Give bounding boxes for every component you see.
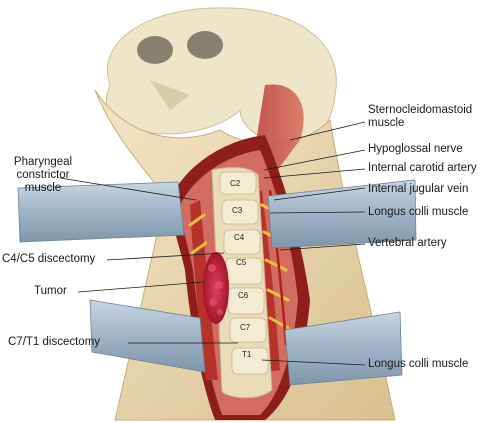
label-line: constrictor xyxy=(16,169,70,181)
vertebra-label: C4 xyxy=(234,233,245,242)
tumor xyxy=(203,252,229,324)
retractor-lower-right xyxy=(284,311,403,386)
vertebra-label: T1 xyxy=(242,350,252,359)
label-line: muscle xyxy=(368,117,405,129)
label-vertebral-artery: Vertebral artery xyxy=(368,237,447,249)
vertebral-bodies xyxy=(219,171,269,375)
label-internal-carotid-artery: Internal carotid artery xyxy=(368,162,477,174)
label-line: Pharyngeal xyxy=(13,156,73,168)
label-longus-colli-lower: Longus colli muscle xyxy=(368,358,469,370)
vertebra-label: C7 xyxy=(240,323,251,332)
eye-socket-right xyxy=(187,31,223,59)
vertebra-label: C2 xyxy=(230,179,241,188)
label-c4c5-discectomy: C4/C5 discectomy xyxy=(2,253,96,265)
retractor-blades xyxy=(17,179,417,386)
label-line: muscle xyxy=(24,182,62,194)
vertebra-labels: C2 C3 C4 C5 C6 C7 T1 xyxy=(230,179,252,359)
vertebra-label: C6 xyxy=(238,291,249,300)
vertebra-label: C5 xyxy=(236,258,247,267)
label-internal-jugular-vein: Internal jugular vein xyxy=(368,183,469,195)
label-hypoglossal-nerve: Hypoglossal nerve xyxy=(368,143,463,155)
label-line: Sternocleidomastoid xyxy=(368,104,473,116)
retractor-lower-left xyxy=(89,299,206,373)
eye-socket-left xyxy=(137,36,173,64)
retractor-upper-left xyxy=(17,181,185,243)
label-longus-colli-upper: Longus colli muscle xyxy=(368,206,469,218)
label-pharyngeal-constrictor: Pharyngeal constrictor muscle xyxy=(8,156,78,195)
label-c7t1-discectomy: C7/T1 discectomy xyxy=(8,336,101,348)
label-tumor: Tumor xyxy=(34,285,67,297)
vertebra-label: C3 xyxy=(232,206,243,215)
label-sternocleidomastoid: Sternocleidomastoid muscle xyxy=(368,104,472,130)
leader-lines xyxy=(59,121,366,366)
retractor-upper-right xyxy=(267,179,417,249)
